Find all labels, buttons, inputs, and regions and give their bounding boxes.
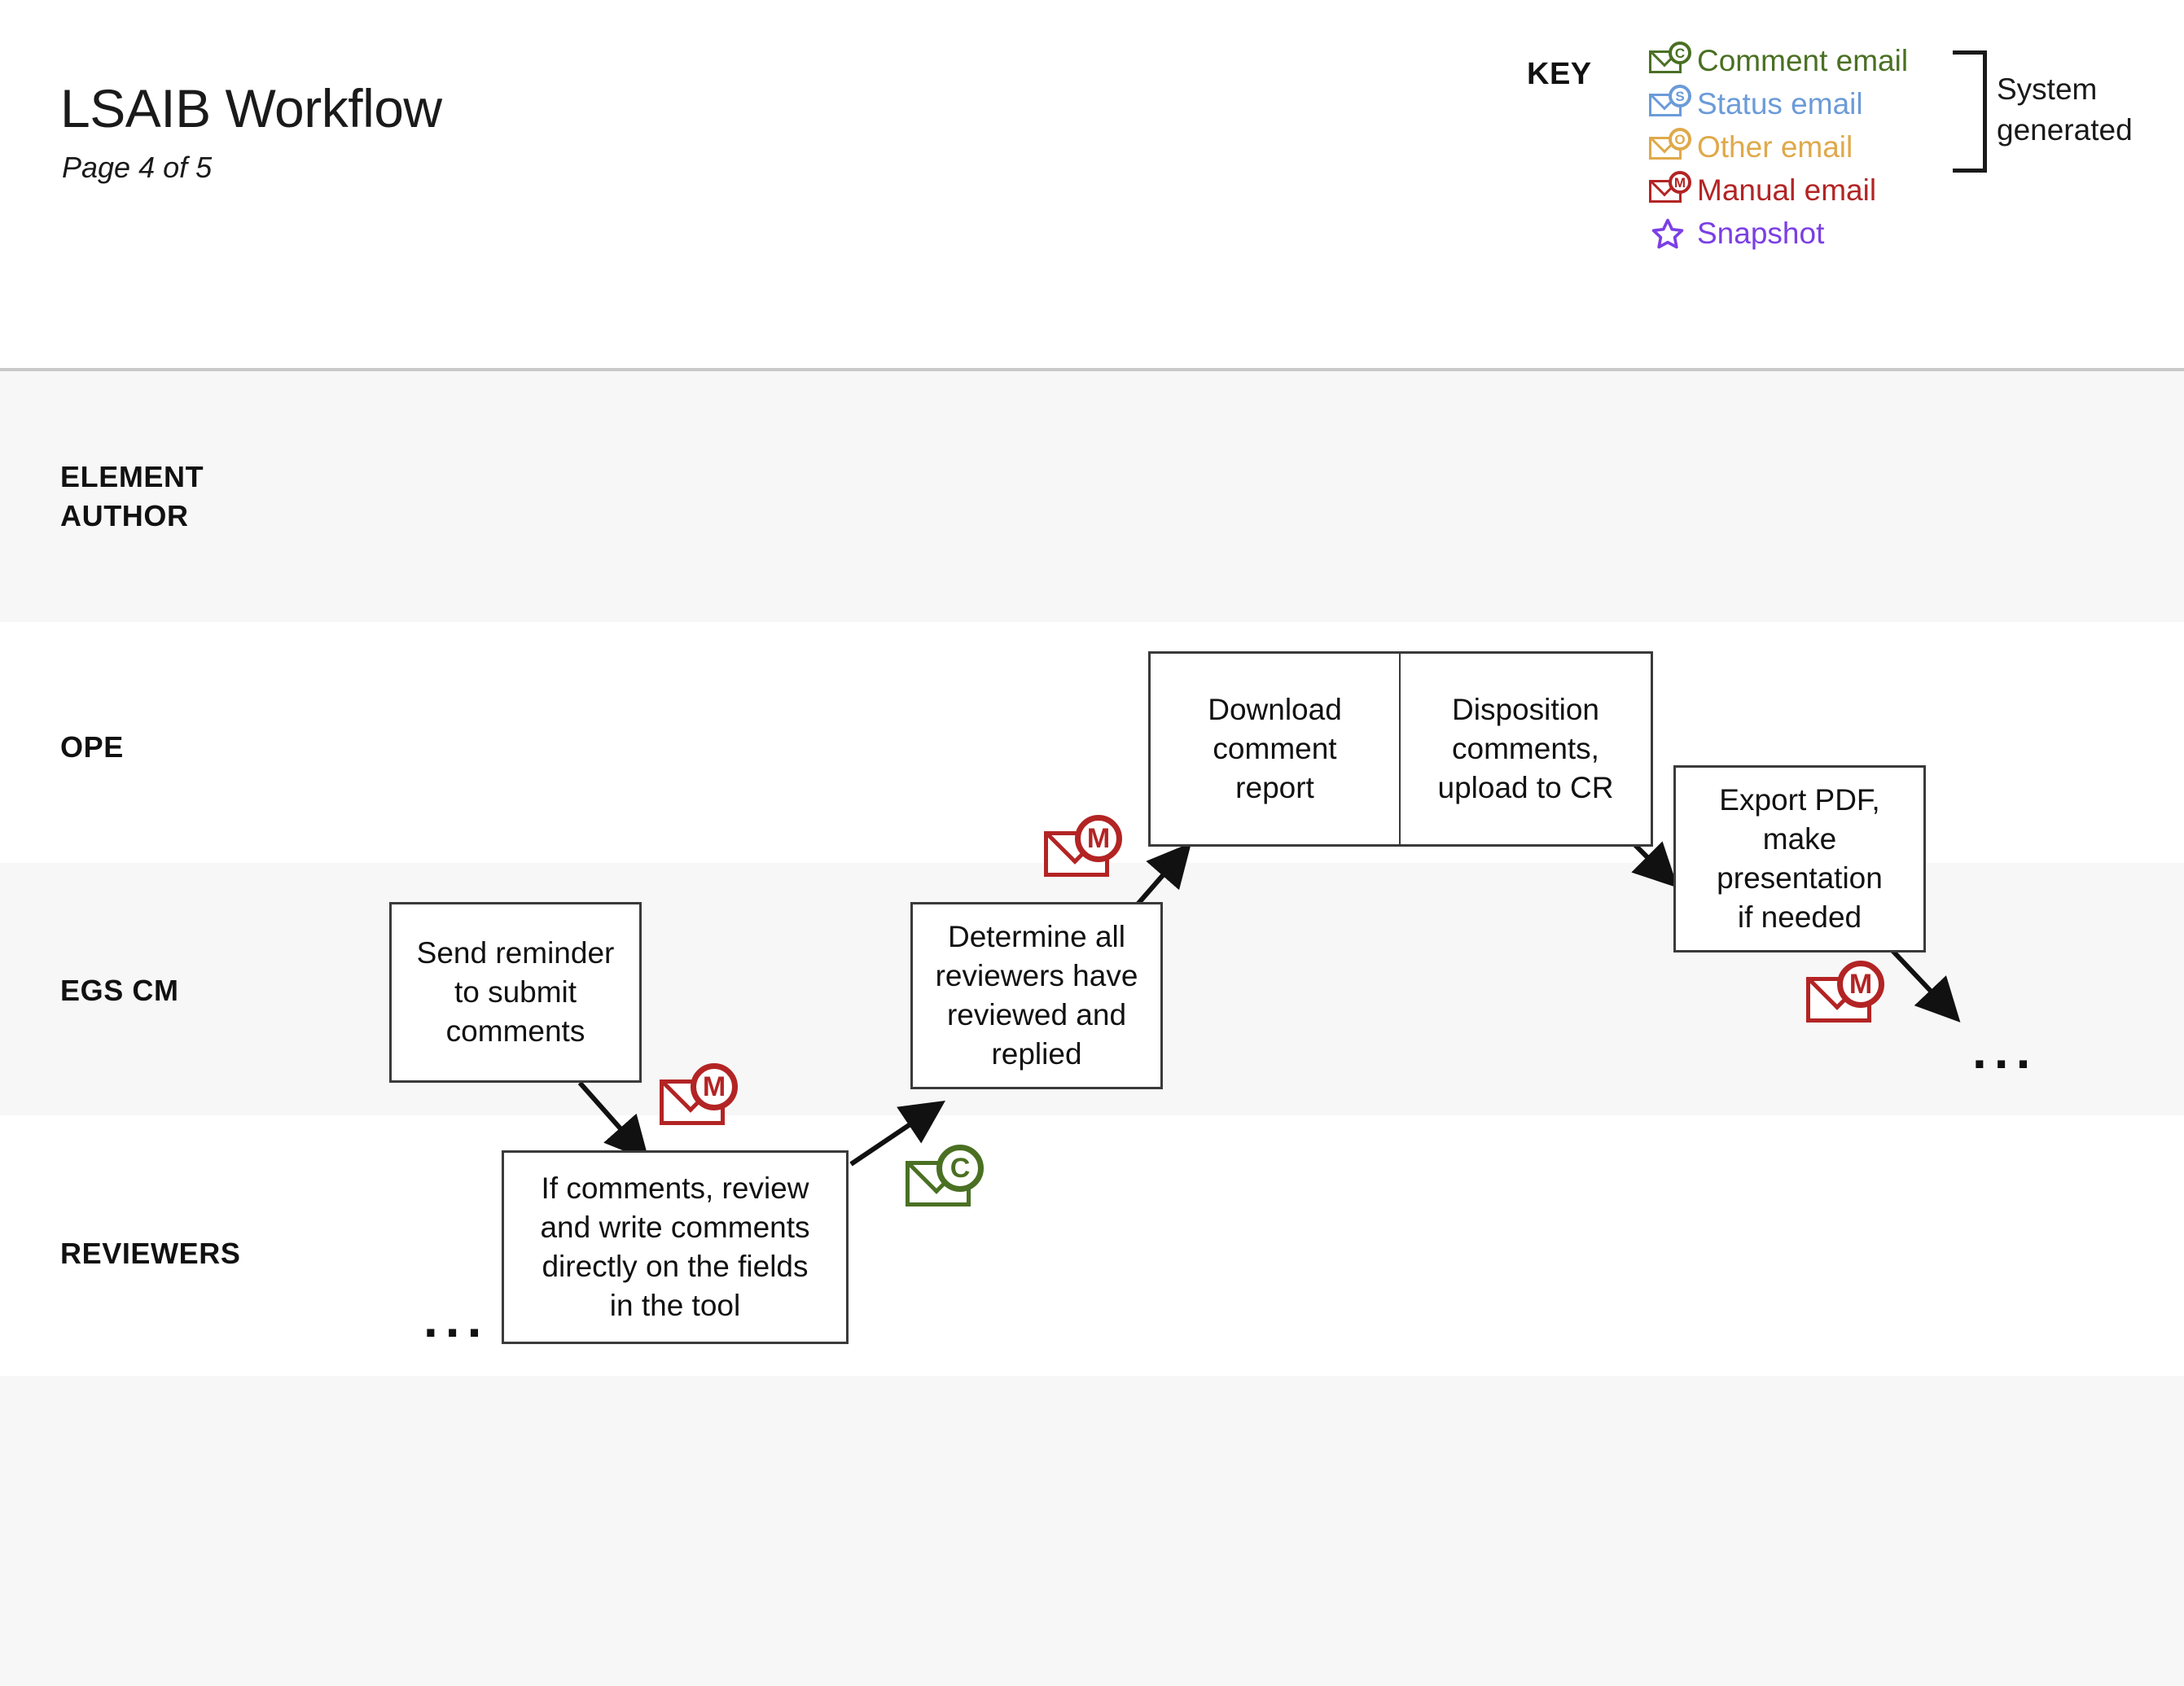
box-send-reminder[interactable]: Send reminder to submit comments bbox=[389, 902, 642, 1083]
box-send-reminder-text: Send reminder to submit comments bbox=[416, 936, 615, 1048]
ellipsis-left: ... bbox=[423, 1290, 489, 1348]
legend-item-manual-email[interactable]: M Manual email bbox=[1645, 169, 1987, 212]
lane-reviewers: REVIEWERS bbox=[0, 1115, 2184, 1376]
legend-label-other-email: Other email bbox=[1697, 129, 1853, 164]
comment-email-badge: C bbox=[1669, 41, 1691, 64]
legend-label-comment-email: Comment email bbox=[1697, 43, 1909, 77]
box-download-comment-report[interactable]: Download comment report bbox=[1148, 651, 1401, 847]
box-disposition-comments[interactable]: Disposition comments, upload to CR bbox=[1401, 651, 1653, 847]
comment-email-icon-near-review: C bbox=[906, 1145, 984, 1210]
manual-email-badge-send-reminder: M bbox=[691, 1063, 738, 1110]
manual-email-icon-near-export-pdf: M bbox=[1806, 961, 1884, 1026]
page-title: LSAIB Workflow bbox=[60, 78, 442, 138]
comment-email-badge-review: C bbox=[936, 1145, 984, 1192]
lane-label-line-2: AUTHOR bbox=[60, 499, 189, 532]
manual-email-icon: M bbox=[1645, 170, 1691, 209]
legend-item-other-email[interactable]: O Other email bbox=[1645, 125, 1987, 169]
legend-item-status-email[interactable]: S Status email bbox=[1645, 82, 1987, 125]
legend-label-status-email: Status email bbox=[1697, 86, 1863, 120]
lane-label-ope: OPE bbox=[60, 730, 124, 764]
manual-email-badge-export-pdf: M bbox=[1837, 961, 1884, 1008]
page-subtitle: Page 4 of 5 bbox=[62, 151, 213, 184]
comment-email-icon: C bbox=[1645, 41, 1691, 80]
status-email-icon: S bbox=[1645, 84, 1691, 123]
legend-label-manual-email: Manual email bbox=[1697, 173, 1877, 207]
box-determine-reviewers[interactable]: Determine all reviewers have reviewed an… bbox=[910, 902, 1163, 1089]
manual-email-icon-near-send-reminder: M bbox=[660, 1063, 738, 1128]
system-generated-bracket bbox=[1953, 50, 1987, 173]
ellipsis-right: ... bbox=[1972, 1021, 2038, 1079]
lane-label-reviewers: REVIEWERS bbox=[60, 1237, 241, 1270]
system-generated-label: System generated bbox=[1997, 69, 2176, 151]
other-email-badge: O bbox=[1669, 127, 1691, 151]
status-email-badge: S bbox=[1669, 84, 1691, 107]
lane-label-line-1: ELEMENT bbox=[60, 460, 204, 493]
manual-email-badge-determine: M bbox=[1075, 815, 1122, 862]
legend: C Comment email S Status email bbox=[1645, 39, 1987, 255]
lane-ope: OPE bbox=[0, 622, 2184, 863]
other-email-icon: O bbox=[1645, 127, 1691, 166]
box-determine-reviewers-text: Determine all reviewers have reviewed an… bbox=[935, 920, 1138, 1071]
lane-label-egs-cm: EGS CM bbox=[60, 974, 179, 1007]
page-header: LSAIB Workflow Page 4 of 5 KEY C Comment… bbox=[0, 0, 2184, 371]
lane-footer-band bbox=[0, 1376, 2184, 1686]
snapshot-star-icon bbox=[1645, 215, 1691, 252]
lane-element-author: ELEMENT AUTHOR bbox=[0, 371, 2184, 622]
lane-label-element-author: ELEMENT AUTHOR bbox=[60, 458, 204, 536]
box-review-write-comments[interactable]: If comments, review and write comments d… bbox=[502, 1150, 849, 1344]
box-disposition-comments-text: Disposition comments, upload to CR bbox=[1437, 693, 1614, 804]
box-review-write-comments-text: If comments, review and write comments d… bbox=[540, 1171, 810, 1322]
manual-email-icon-near-determine: M bbox=[1044, 815, 1122, 880]
legend-label-snapshot: Snapshot bbox=[1697, 216, 1825, 250]
key-label: KEY bbox=[1527, 57, 1592, 91]
system-generated-text: System generated bbox=[1997, 72, 2133, 147]
legend-item-snapshot[interactable]: Snapshot bbox=[1645, 212, 1987, 255]
legend-item-comment-email[interactable]: C Comment email bbox=[1645, 39, 1987, 82]
manual-email-badge: M bbox=[1669, 170, 1691, 194]
box-export-pdf-text: Export PDF, make presentation if needed bbox=[1717, 783, 1883, 934]
box-download-comment-report-text: Download comment report bbox=[1208, 693, 1342, 804]
box-export-pdf[interactable]: Export PDF, make presentation if needed bbox=[1673, 765, 1926, 952]
